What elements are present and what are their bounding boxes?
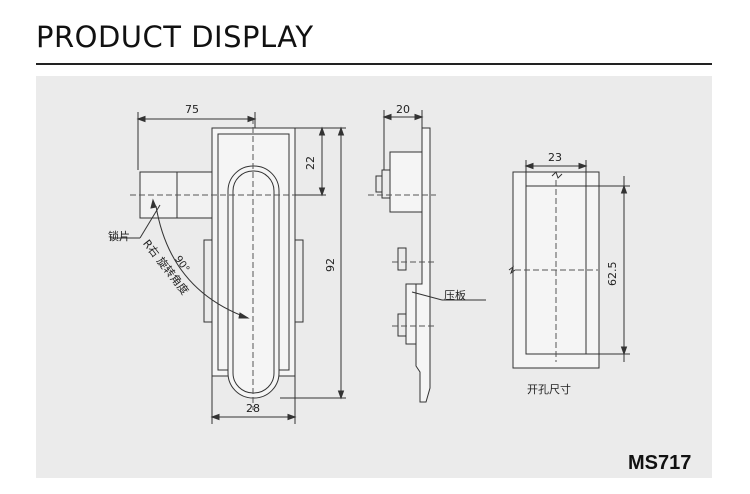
latch-label: 锁片 bbox=[108, 230, 130, 243]
front-view-outline bbox=[139, 127, 304, 399]
dim-62-5 bbox=[586, 176, 630, 362]
side-view-outline bbox=[375, 127, 431, 403]
dim-28-label: 28 bbox=[246, 402, 260, 415]
dim-92-label: 92 bbox=[324, 258, 337, 272]
dim-75-label: 75 bbox=[185, 103, 199, 116]
dim-22 bbox=[295, 126, 326, 197]
dim-20 bbox=[382, 110, 424, 170]
dim-28 bbox=[210, 376, 297, 424]
dim-75 bbox=[136, 112, 257, 170]
pressure-plate-label: 压板 bbox=[444, 289, 466, 302]
dim-20-label: 20 bbox=[396, 103, 410, 116]
dim-92 bbox=[280, 126, 346, 400]
dim-23 bbox=[524, 160, 588, 186]
model-number: MS717 bbox=[628, 452, 692, 474]
page-title: PRODUCT DISPLAY bbox=[36, 20, 314, 54]
dim-23-label: 23 bbox=[548, 151, 562, 164]
cutout-size-label: 开孔尺寸 bbox=[527, 383, 571, 396]
title-underline bbox=[36, 63, 712, 65]
dim-62-5-label: 62.5 bbox=[606, 261, 619, 287]
dim-22-label: 22 bbox=[304, 156, 317, 170]
